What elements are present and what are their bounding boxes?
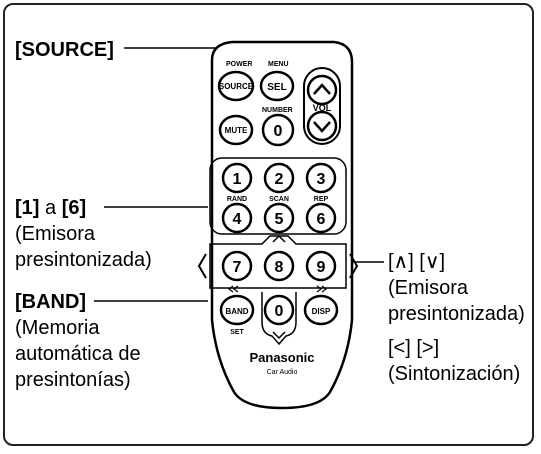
- digit-1-button[interactable]: 1: [221, 162, 253, 194]
- vol-up-button: [306, 74, 338, 106]
- updown-desc-line2: presintonizada): [388, 303, 525, 325]
- right-chevron-icon: [349, 253, 359, 279]
- digit-3-button[interactable]: 3: [305, 162, 337, 194]
- mute-button-text: MUTE: [225, 126, 248, 135]
- fast-forward-icon: [316, 285, 327, 293]
- direction-pad-frame: [209, 235, 347, 289]
- rewind-icon: [228, 285, 239, 293]
- digit-7-button[interactable]: 7: [221, 250, 253, 282]
- digit-8-button[interactable]: 8: [263, 250, 295, 282]
- digit-8-text: 8: [275, 259, 284, 276]
- vol-text: VOL: [313, 103, 332, 113]
- presets-label: [1] a [6]: [15, 196, 86, 220]
- band-desc-line2: automática de: [15, 343, 141, 365]
- vol-down-button: [306, 110, 338, 142]
- band-desc-line3: presintonías): [15, 369, 131, 391]
- scan-text: SCAN: [269, 196, 289, 203]
- mute-button[interactable]: MUTE: [218, 114, 254, 146]
- leftright-keys-label: [<] [>]: [388, 337, 440, 359]
- digit-2-button[interactable]: 2: [263, 162, 295, 194]
- rand-text: RAND: [227, 196, 247, 203]
- preset-a: a: [39, 197, 62, 219]
- disp-button[interactable]: DISP: [303, 294, 339, 326]
- source-button-text: SOURCE: [219, 82, 254, 91]
- preset-key-1: [1]: [15, 197, 40, 219]
- band-desc-line1: (Memoria: [15, 317, 100, 339]
- digit-1-text: 1: [233, 171, 242, 188]
- number-text: NUMBER: [262, 107, 293, 114]
- digit-2-text: 2: [275, 171, 284, 188]
- sel-button[interactable]: SEL: [259, 70, 295, 102]
- sel-button-text: SEL: [267, 82, 286, 93]
- rep-text: REP: [314, 196, 329, 203]
- updown-desc-line1: (Emisora: [388, 277, 469, 299]
- menu-text: MENU: [268, 61, 289, 68]
- digit-6-button[interactable]: 6: [305, 202, 337, 234]
- preset-key-6: [6]: [61, 197, 87, 219]
- band-label: [BAND]: [15, 291, 87, 313]
- small-up-arrow-icon: [272, 234, 286, 243]
- updown-keys-label: [∧] [∨]: [388, 251, 446, 273]
- figure-frame: [3, 3, 534, 446]
- small-down-arrow-icon: [272, 331, 286, 340]
- digit-6-text: 6: [317, 211, 326, 228]
- vol-rocker[interactable]: VOL: [303, 67, 341, 145]
- power-text: POWER: [226, 61, 252, 68]
- down-arrow-icon: [313, 121, 331, 133]
- digit-4-text: 4: [233, 211, 242, 228]
- band-button[interactable]: BAND: [219, 294, 255, 326]
- sub-brand-text: Car Audio: [267, 369, 298, 376]
- leftright-desc: (Sintonización): [388, 363, 521, 385]
- set-text: SET: [230, 329, 244, 336]
- zero-top-text: 0: [274, 123, 283, 140]
- digit-4-button[interactable]: 4: [221, 202, 253, 234]
- up-arrow-icon: [313, 83, 331, 95]
- digit-9-button[interactable]: 9: [305, 250, 337, 282]
- digit-9-text: 9: [317, 259, 326, 276]
- digit-5-button[interactable]: 5: [263, 202, 295, 234]
- presets-desc-line1: (Emisora: [15, 223, 96, 245]
- source-label: [SOURCE]: [15, 39, 114, 61]
- source-button[interactable]: SOURCE: [217, 70, 255, 102]
- band-button-text: BAND: [225, 307, 248, 316]
- digit-3-text: 3: [317, 171, 326, 188]
- disp-button-text: DISP: [312, 307, 331, 316]
- brand-logo: Panasonic: [249, 350, 314, 365]
- presets-desc-line2: presintonizada): [15, 249, 152, 271]
- zero-bottom-button[interactable]: 0: [263, 294, 295, 326]
- zero-top-button[interactable]: 0: [261, 113, 295, 147]
- zero-bottom-text: 0: [275, 303, 284, 320]
- digit-5-text: 5: [275, 211, 284, 228]
- numpad-group-frame: [209, 157, 347, 235]
- digit-7-text: 7: [233, 259, 242, 276]
- left-chevron-icon: [197, 253, 207, 279]
- zero-bottom-frame: [261, 292, 297, 346]
